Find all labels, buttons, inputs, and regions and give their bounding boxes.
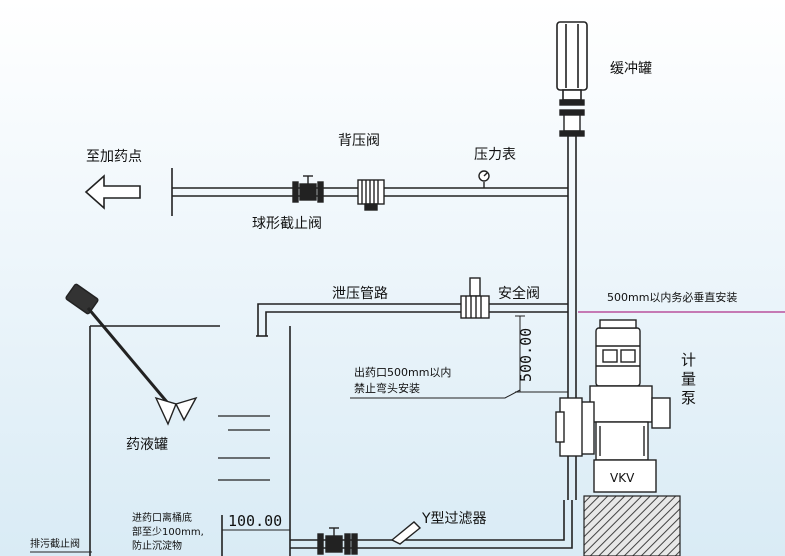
pressure-gauge <box>478 170 490 188</box>
back-pressure-valve <box>357 179 385 211</box>
pump-brand-label: VKV <box>610 471 635 485</box>
vertical-note-label: 500mm以内务必垂直安装 <box>607 291 738 304</box>
pump-base-block <box>593 459 657 493</box>
pump-head <box>555 397 583 457</box>
dim-500-label: 500.00 <box>517 327 535 382</box>
y-filter <box>351 521 422 555</box>
tank-label: 药液罐 <box>126 437 168 453</box>
pressure-gauge-label: 压力表 <box>474 147 516 163</box>
outlet-note-leader <box>350 389 521 399</box>
safety-valve-label: 安全阀 <box>498 286 540 302</box>
outlet-note-line-2: 禁止弯头安装 <box>354 382 420 395</box>
safety-valve <box>460 277 490 319</box>
pump-body <box>579 385 671 461</box>
back-pressure-valve-label: 背压阀 <box>338 133 380 149</box>
inlet-note-line-2: 部至少100mm, <box>132 527 204 538</box>
dosing-arrow <box>84 174 141 210</box>
inlet-note-line-1: 进药口离桶底 <box>132 513 192 524</box>
pump-pedestal <box>583 495 681 556</box>
metering-pump-label: 计量泵 <box>679 352 697 409</box>
y-filter-label: Y型过滤器 <box>422 511 487 527</box>
ball-valve-label: 球形截止阀 <box>252 216 322 232</box>
ball-valve <box>292 175 324 203</box>
pump-motor <box>595 319 641 387</box>
buffer-tank-label: 缓冲罐 <box>610 61 652 77</box>
buffer-tank-flange <box>559 99 585 137</box>
tank <box>89 325 291 556</box>
drain-valve-label: 排污截止阀 <box>30 539 80 550</box>
outlet-note-line-1: 出药口500mm以内 <box>354 366 452 379</box>
relief-line-label: 泄压管路 <box>332 286 388 302</box>
liquid-level-lines <box>218 415 270 481</box>
agitator <box>65 283 198 426</box>
dosing-point-label: 至加药点 <box>86 149 142 165</box>
buffer-tank <box>556 21 588 101</box>
suction-line <box>221 500 573 556</box>
dim-100-label: 100.00 <box>228 512 283 530</box>
suction-valve <box>317 527 351 555</box>
inlet-note-line-3: 防止沉淀物 <box>132 541 182 552</box>
